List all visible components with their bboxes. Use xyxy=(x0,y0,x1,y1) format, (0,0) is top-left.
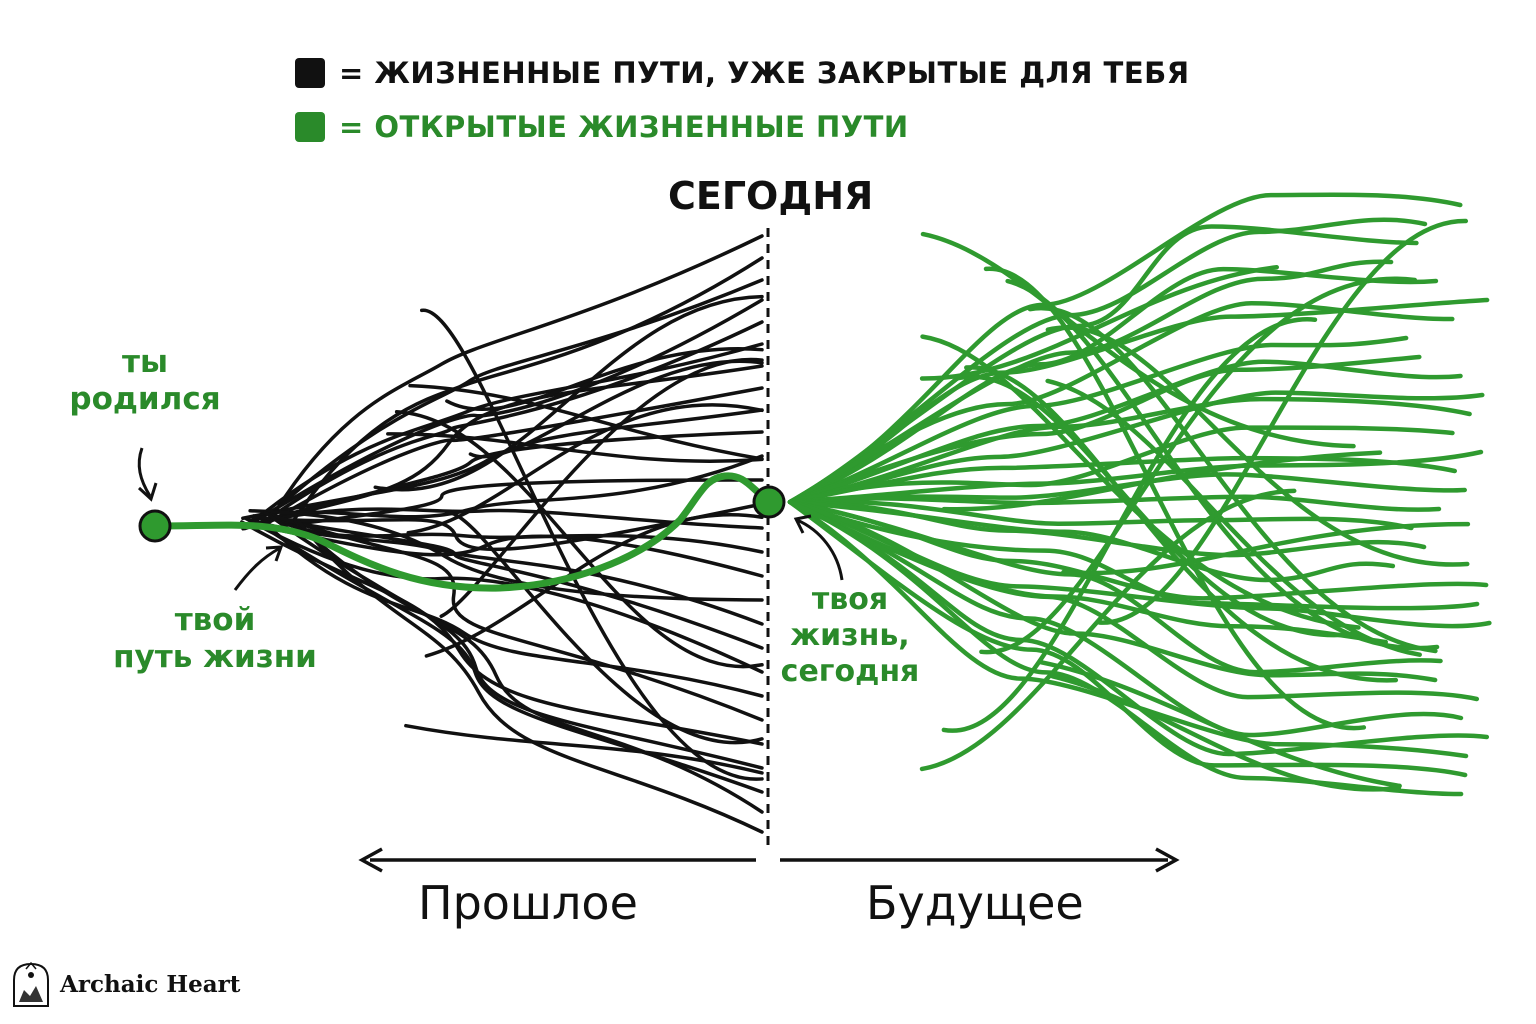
today-arrowhead-icon xyxy=(793,514,812,534)
today-life-label: твоя жизнь, сегодня xyxy=(775,582,925,690)
born-arrow-icon xyxy=(137,447,152,497)
closed-path xyxy=(251,502,764,552)
open-path xyxy=(787,455,1457,505)
closed-path xyxy=(246,518,764,626)
closed-path xyxy=(444,511,764,745)
past-arrowhead-icon xyxy=(358,847,383,873)
open-paths xyxy=(787,192,1492,797)
closed-path xyxy=(240,520,764,746)
open-path xyxy=(787,449,1484,505)
open-path xyxy=(1027,305,1438,654)
open-path xyxy=(787,359,1463,505)
open-path xyxy=(964,365,1399,683)
closed-path xyxy=(262,386,764,527)
closed-path xyxy=(296,519,764,834)
open-path xyxy=(787,390,1485,505)
open-path xyxy=(787,499,1464,738)
closed-path xyxy=(268,278,764,517)
closed-path xyxy=(373,294,764,492)
open-path xyxy=(787,499,1464,797)
open-path xyxy=(787,499,1480,702)
future-arrowhead-icon xyxy=(1155,847,1180,873)
closed-path xyxy=(252,514,764,650)
open-path xyxy=(919,488,1297,772)
closed-path xyxy=(404,723,764,775)
open-path xyxy=(1039,660,1402,789)
closed-path xyxy=(259,509,764,722)
open-path xyxy=(787,499,1443,675)
open-path xyxy=(787,425,1455,505)
open-path xyxy=(787,192,1463,505)
open-path xyxy=(787,266,1439,505)
closed-path xyxy=(265,523,764,698)
closed-path xyxy=(394,410,764,669)
life-path-label-line2: путь жизни xyxy=(113,639,317,676)
closed-paths xyxy=(240,234,764,834)
life-path-label: твой путь жизни xyxy=(95,602,335,676)
today-life-label-line1: твоя xyxy=(811,582,889,617)
born-label: ты родился xyxy=(60,344,230,418)
closed-path xyxy=(424,513,764,658)
closed-path xyxy=(259,507,764,530)
closed-path xyxy=(419,308,764,781)
closed-path xyxy=(248,508,764,602)
path-arrowhead-icon xyxy=(265,545,284,562)
closed-path xyxy=(386,432,764,463)
birth-point xyxy=(138,509,172,543)
closed-path xyxy=(406,403,764,535)
open-path xyxy=(920,231,1356,449)
open-path xyxy=(941,450,1383,512)
legend-closed-label: = ЖИЗНЕННЫЕ ПУТИ, УЖЕ ЗАКРЫТЫЕ ДЛЯ ТЕБЯ xyxy=(339,56,1190,90)
open-path xyxy=(787,494,1442,512)
born-label-line1: ты xyxy=(121,344,168,380)
brand-name: Archaic Heart xyxy=(60,970,241,998)
born-label-line2: родился xyxy=(69,381,221,418)
green-swatch-icon xyxy=(295,112,325,142)
closed-path xyxy=(267,430,764,521)
open-path xyxy=(1045,325,1470,567)
legend-open: = ОТКРЫТЫЕ ЖИЗНЕННЫЕ ПУТИ xyxy=(295,110,909,144)
closed-path xyxy=(252,342,764,523)
open-path xyxy=(787,498,1414,531)
archaic-heart-logo-icon xyxy=(13,961,49,1007)
path-arrow-icon xyxy=(233,546,281,591)
born-arrowhead-icon xyxy=(137,482,158,502)
open-path xyxy=(1097,218,1469,625)
life-path-line xyxy=(151,472,772,592)
open-path xyxy=(920,334,1361,630)
open-path xyxy=(787,499,1396,583)
closed-path xyxy=(468,359,764,459)
closed-path xyxy=(439,357,764,618)
life-path-label-line1: твой xyxy=(174,602,256,638)
closed-path xyxy=(408,383,764,461)
legend-open-label: = ОТКРЫТЫЕ ЖИЗНЕННЫЕ ПУТИ xyxy=(339,110,909,144)
today-life-label-line2: жизнь, xyxy=(790,618,910,653)
open-path xyxy=(1045,378,1422,657)
open-path xyxy=(1050,674,1402,792)
open-path xyxy=(919,265,1279,381)
legend-closed: = ЖИЗНЕННЫЕ ПУТИ, УЖЕ ЗАКРЫТЫЕ ДЛЯ ТЕБЯ xyxy=(295,56,1190,90)
today-life-label-line3: сегодня xyxy=(780,654,920,689)
closed-path xyxy=(267,234,764,523)
closed-path xyxy=(289,478,764,527)
black-swatch-icon xyxy=(295,58,325,88)
today-arrow-icon xyxy=(796,518,844,581)
future-label: Будущее xyxy=(866,876,1084,930)
open-path xyxy=(979,276,1418,655)
open-path xyxy=(787,396,1472,505)
closed-path xyxy=(445,346,764,412)
open-path xyxy=(787,335,1409,505)
today-point xyxy=(752,485,786,519)
open-path xyxy=(787,499,1490,757)
open-path xyxy=(983,266,1367,731)
past-label: Прошлое xyxy=(418,876,638,930)
brand: Archaic Heart xyxy=(10,958,240,1010)
today-title: СЕГОДНЯ xyxy=(668,174,874,218)
open-path xyxy=(1061,521,1471,576)
closed-path xyxy=(241,298,764,531)
